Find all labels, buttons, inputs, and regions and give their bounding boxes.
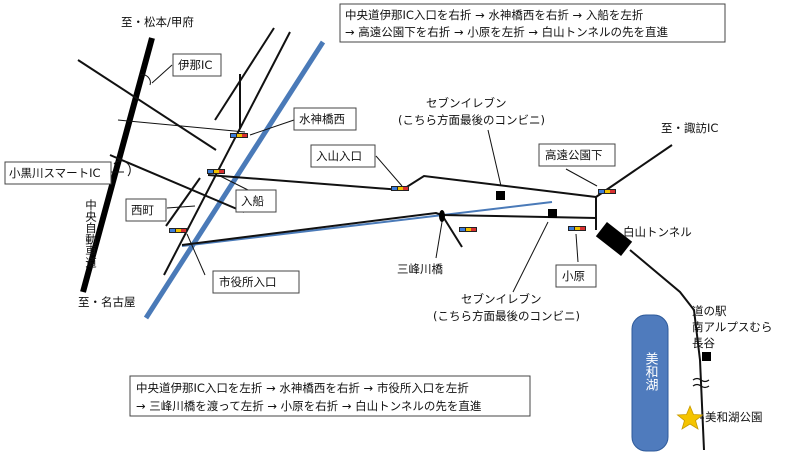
route-bottom-line1: 中央道伊那IC入口を左折 → 水神橋西を右折 → 市役所入口を左折 <box>136 381 469 395</box>
label-pointers <box>111 64 704 419</box>
seven-top-line1: セブンイレブン <box>426 96 507 110</box>
miwa-lake <box>631 314 669 452</box>
michinoeki-line3: 長谷 <box>692 336 715 350</box>
direction-suwa: 至・諏訪IC <box>661 121 718 135</box>
hakusan-tunnel-mark <box>595 222 633 256</box>
label-obara: 小原 <box>555 264 597 288</box>
bridge-mark <box>439 210 445 222</box>
label-yamairiguchi: 入山入口 <box>310 144 376 168</box>
svg-text:水神橋西: 水神橋西 <box>299 112 345 126</box>
svg-text:高遠公園下: 高遠公園下 <box>545 148 603 162</box>
label-shiyakusho-iriguchi: 市役所入口 <box>212 270 300 294</box>
svg-text:入船: 入船 <box>241 194 264 208</box>
miwako-park-star <box>676 404 704 430</box>
seven-bottom-line2: (こちら方面最後のコンビニ) <box>433 309 580 323</box>
svg-text:西町: 西町 <box>131 203 154 217</box>
direction-matsumoto: 至・松本/甲府 <box>121 15 194 29</box>
label-hakusan-tunnel: 白山トンネル <box>623 225 692 239</box>
seven-eleven-top-marker <box>496 191 505 200</box>
svg-text:入山入口: 入山入口 <box>316 149 362 163</box>
seven-top-line2: (こちら方面最後のコンビニ) <box>398 113 545 127</box>
label-nishimachi: 西町 <box>125 198 167 222</box>
label-koen-shita: 高遠公園下 <box>538 143 616 167</box>
mibu-river <box>181 201 553 247</box>
michinoeki-line2: 南アルプスむら <box>692 320 772 334</box>
svg-text:市役所入口: 市役所入口 <box>219 275 277 289</box>
route-top-line1: 中央道伊那IC入口を右折 → 水神橋西を右折 → 入船を左折 <box>345 8 644 22</box>
svg-text:小黒川スマートIC: 小黒川スマートIC <box>9 166 101 180</box>
traffic-signals <box>169 133 616 233</box>
road-break-mark <box>692 377 710 389</box>
roads <box>77 27 705 451</box>
seven-bottom-line1: セブンイレブン <box>461 292 542 306</box>
route-top-line2: → 高遠公園下を右折 → 小原を左折 → 白山トンネルの先を直進 <box>345 25 668 39</box>
lake-label: 美和湖 <box>643 352 659 391</box>
seven-eleven-bottom-marker <box>548 209 557 218</box>
svg-text:小原: 小原 <box>562 269 585 283</box>
michinoeki-line1: 道の駅 <box>692 304 727 318</box>
route-bottom-line2: → 三峰川橋を渡って左折 → 小原を右折 → 白山トンネルの先を直進 <box>136 399 482 413</box>
label-ina-ic: 伊那IC <box>172 53 222 77</box>
route-box-bottom: 中央道伊那IC入口を左折 → 水神橋西を右折 → 市役所入口を左折 → 三峰川橋… <box>129 375 531 417</box>
michinoeki-marker <box>702 352 711 361</box>
svg-text:伊那IC: 伊那IC <box>178 58 212 72</box>
label-miwako-park: 美和湖公園 <box>705 410 763 424</box>
label-irifune: 入船 <box>235 189 277 213</box>
ina-ic-curve <box>139 74 151 86</box>
label-kogurogawa-smart-ic: 小黒川スマートIC <box>4 161 112 185</box>
direction-nagoya: 至・名古屋 <box>78 295 136 309</box>
label-suijinbashi-nishi: 水神橋西 <box>293 107 357 131</box>
kogurogawa-ic-curve <box>113 160 131 177</box>
chuo-expressway <box>80 37 155 293</box>
expressway-label: 中央自動車道 <box>84 199 98 268</box>
route-box-top: 中央道伊那IC入口を右折 → 水神橋西を右折 → 入船を左折 → 高遠公園下を右… <box>339 3 726 43</box>
label-sanpogawa-bashi: 三峰川橋 <box>397 262 443 276</box>
tenryu-river <box>143 40 326 320</box>
